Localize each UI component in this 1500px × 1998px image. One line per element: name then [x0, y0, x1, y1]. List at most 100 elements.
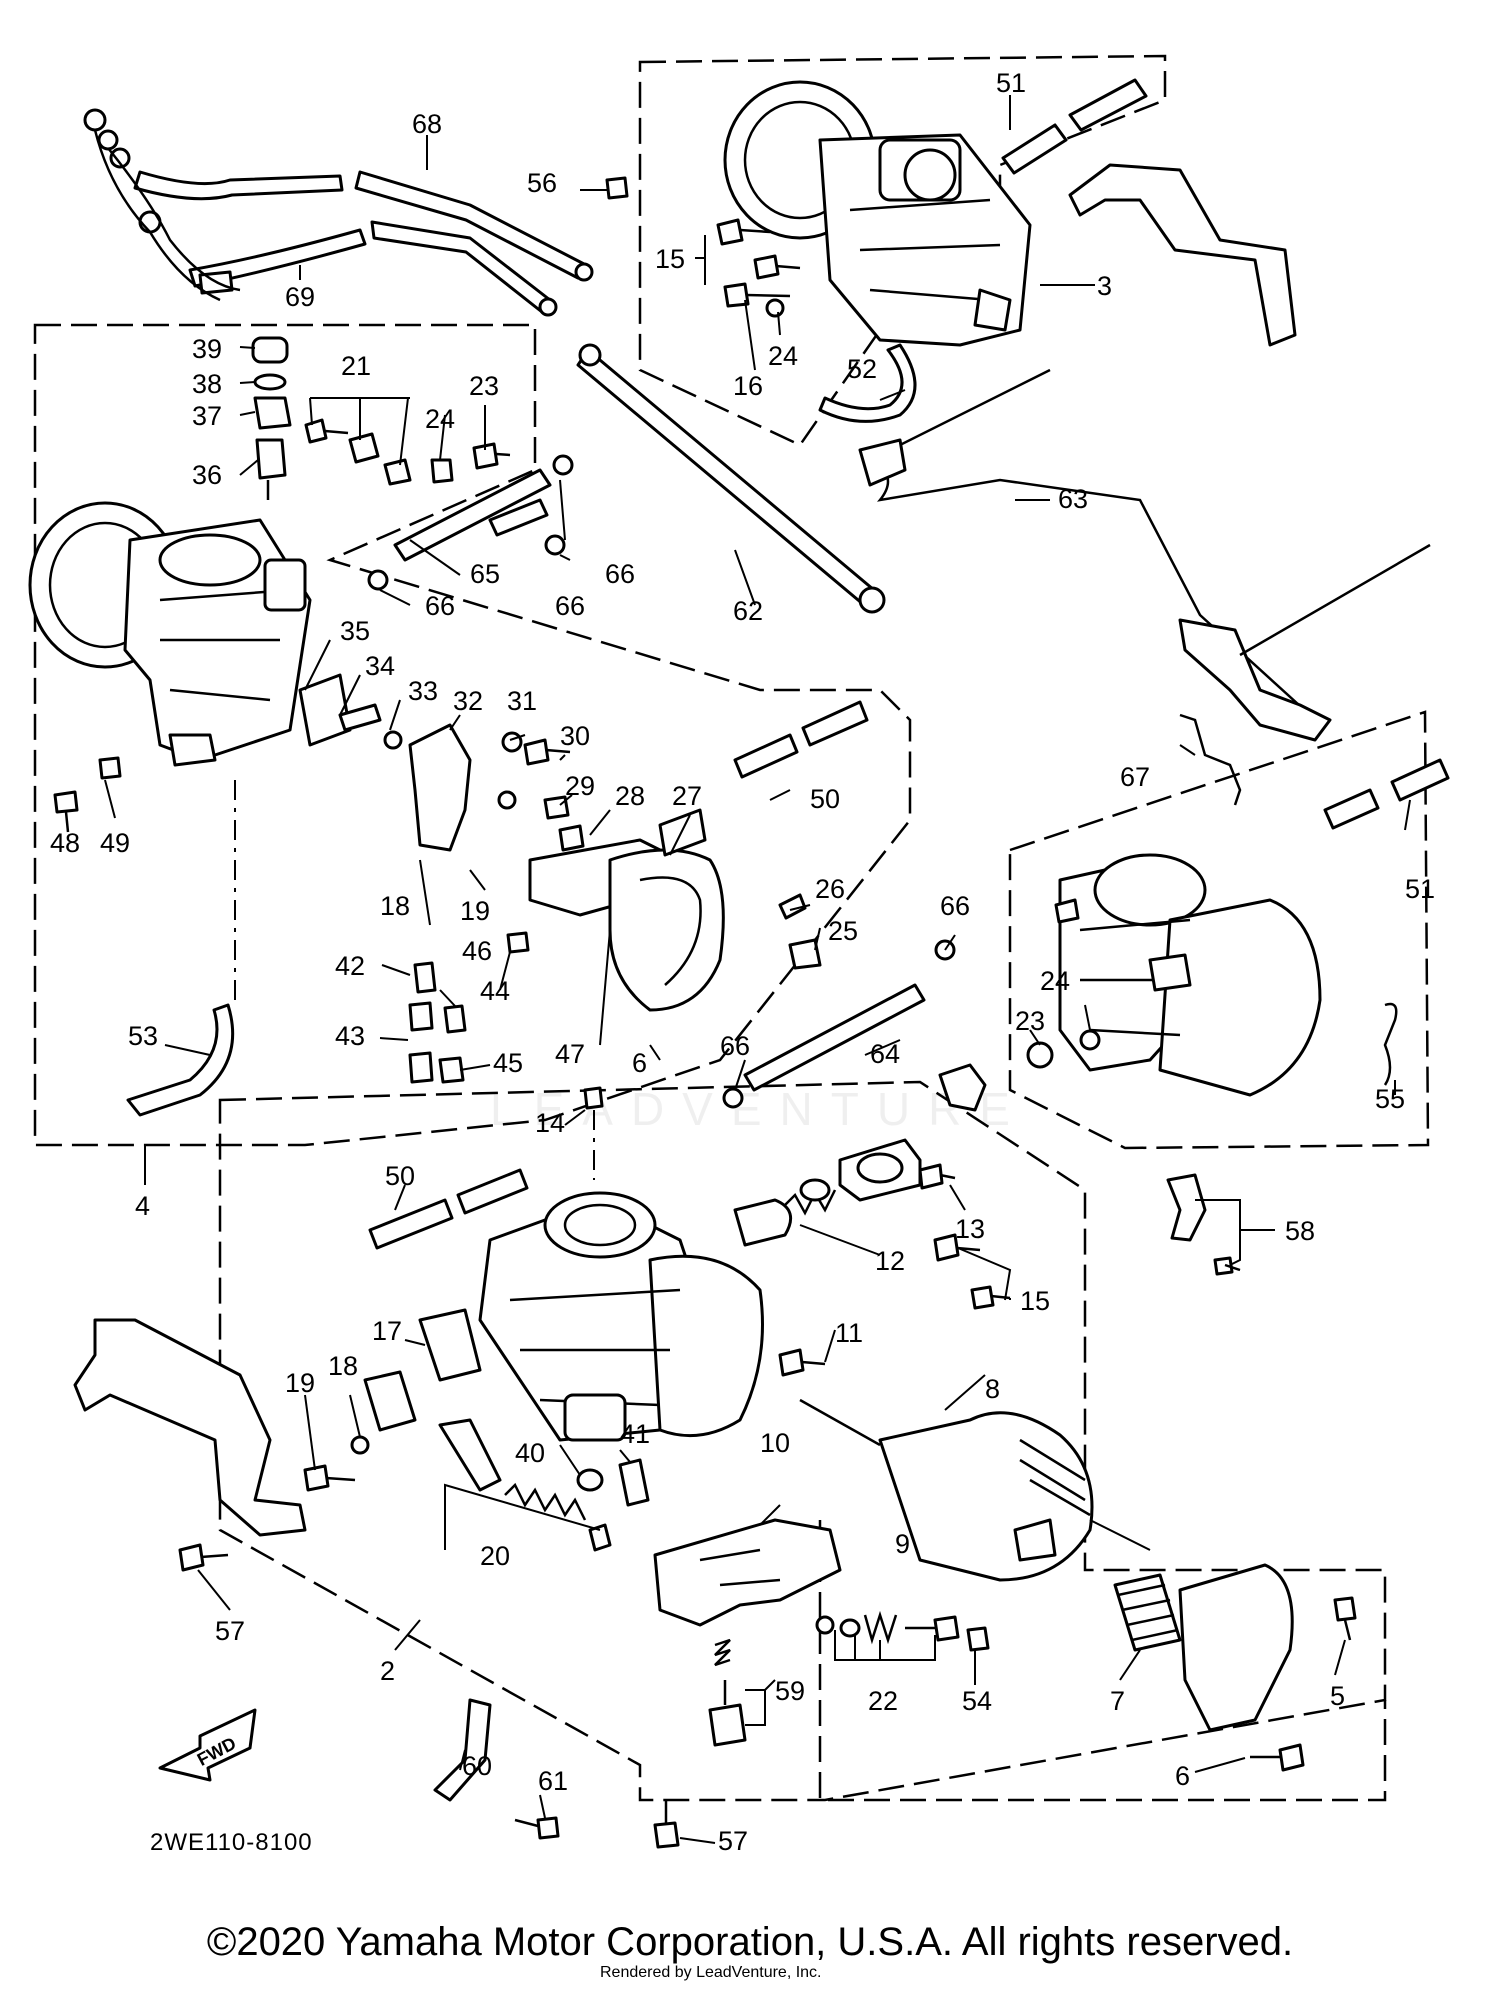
- callout-8: 8: [985, 1374, 1000, 1404]
- callout-17: 17: [372, 1316, 402, 1346]
- callout-56: 56: [527, 168, 557, 198]
- choke-plunger-parts-36-39: [251, 336, 292, 500]
- float-chamber-hose-52: [818, 343, 917, 423]
- jets-40-41: [576, 1458, 650, 1507]
- callout-66: 66: [720, 1031, 750, 1061]
- callout-46: 46: [462, 936, 492, 966]
- hoses-51-top: [1001, 78, 1148, 175]
- screws-21-23-24-left: [304, 418, 511, 486]
- callout-68: 68: [412, 109, 442, 139]
- callout-19: 19: [285, 1368, 315, 1398]
- hose-fittings: [83, 108, 594, 317]
- throttle-stop-parts-27-35: [298, 673, 725, 1012]
- callout-6: 6: [632, 1048, 647, 1078]
- fuel-link-parts-20: [438, 1418, 612, 1552]
- hoses-50-upper: [733, 700, 869, 779]
- callout-48: 48: [50, 828, 80, 858]
- choke-rod-63: [858, 368, 1431, 742]
- callout-42: 42: [335, 951, 365, 981]
- callout-14: 14: [535, 1108, 565, 1138]
- callout-47: 47: [555, 1039, 585, 1069]
- callout-53: 53: [128, 1021, 158, 1051]
- callout-23: 23: [1015, 1006, 1045, 1036]
- callout-34: 34: [365, 651, 395, 681]
- diaphragm-cover-13: [838, 1063, 987, 1202]
- callout-3: 3: [1097, 271, 1112, 301]
- spring-valve-12: [733, 1178, 837, 1247]
- screw-11: [778, 1348, 826, 1377]
- callout-50: 50: [385, 1161, 415, 1191]
- carburetor-left-4: [28, 501, 312, 767]
- copyright-notice: ©2020 Yamaha Motor Corporation, U.S.A. A…: [206, 1920, 1294, 1964]
- callout-18: 18: [328, 1351, 358, 1381]
- callout-52: 52: [847, 354, 877, 384]
- callout-29: 29: [565, 771, 595, 801]
- assembly-boundary-right-carb: [1008, 710, 1430, 1150]
- pilot-screw-parts-42-46: [408, 931, 530, 1084]
- carburetor-top-3: [723, 80, 1032, 347]
- callout-32: 32: [453, 686, 483, 716]
- callout-63: 63: [1058, 484, 1088, 514]
- callout-40: 40: [515, 1438, 545, 1468]
- callout-57: 57: [215, 1616, 245, 1646]
- spring-7: [1113, 1573, 1182, 1652]
- callout-5: 5: [1330, 1681, 1345, 1711]
- fittings-23-24-right: [1026, 898, 1101, 1069]
- bracket-top-right: [1068, 163, 1297, 347]
- needle-8: [799, 1398, 881, 1447]
- float-bowl-10: [653, 1518, 842, 1627]
- callout-24: 24: [768, 341, 798, 371]
- screws-15-lower: [933, 1233, 1011, 1310]
- bolts-15-16-24-top: [605, 176, 801, 318]
- callout-64: 64: [870, 1039, 900, 1069]
- callout-66: 66: [940, 891, 970, 921]
- callout-11: 11: [835, 1318, 863, 1348]
- callout-35: 35: [340, 616, 370, 646]
- bracket-60-bolt-61: [433, 1698, 560, 1840]
- bracket-58: [1166, 1173, 1241, 1276]
- callout-28: 28: [615, 781, 645, 811]
- carburetor-middle: [478, 1191, 764, 1442]
- callout-66: 66: [605, 559, 635, 589]
- link-rod-62: [576, 343, 886, 614]
- callout-58: 58: [1285, 1216, 1315, 1246]
- callout-24: 24: [1040, 966, 1070, 996]
- callout-36: 36: [192, 460, 222, 490]
- rendered-by-note: Rendered by LeadVenture, Inc.: [600, 1964, 822, 1981]
- hoses-51-right: [1323, 758, 1450, 830]
- callout-54: 54: [962, 1686, 992, 1716]
- callout-51: 51: [1405, 874, 1435, 904]
- callout-31: 31: [507, 686, 537, 716]
- drain-hose-53: [126, 780, 236, 1117]
- callout-69: 69: [285, 282, 315, 312]
- callout-66: 66: [425, 591, 455, 621]
- callout-45: 45: [493, 1048, 523, 1078]
- assembly-boundary-8: [818, 1520, 1387, 1802]
- callout-7: 7: [1110, 1686, 1125, 1716]
- drawing-code: 2WE110-8100: [150, 1829, 313, 1856]
- callout-41: 41: [620, 1419, 650, 1449]
- callout-2: 2: [380, 1656, 395, 1686]
- callout-15: 15: [655, 244, 685, 274]
- callout-33: 33: [408, 676, 438, 706]
- cap-54: [966, 1626, 990, 1652]
- top-cover-and-screws-5-6: [1178, 1563, 1357, 1772]
- callout-59: 59: [775, 1676, 805, 1706]
- callout-26: 26: [815, 874, 845, 904]
- callout-51: 51: [996, 68, 1026, 98]
- carburetor-right: [1058, 853, 1322, 1097]
- hoses-50-lower: [368, 1168, 529, 1250]
- leader-lines: [104, 95, 1411, 1844]
- callout-25: 25: [828, 916, 858, 946]
- callout-19: 19: [460, 896, 490, 926]
- throttle-adjust-59: [708, 1638, 747, 1747]
- screw-14: [583, 1086, 604, 1180]
- callout-labels: 68 69 56 51 15 3 24 16 52 39 38 37 36 21…: [50, 68, 1435, 1856]
- callout-18: 18: [380, 891, 410, 921]
- jets-25-26: [778, 893, 822, 970]
- callout-37: 37: [192, 401, 222, 431]
- callout-44: 44: [480, 976, 510, 1006]
- throttle-stop-parts-17-18-19-lower: [303, 1308, 482, 1492]
- callout-50: 50: [810, 784, 840, 814]
